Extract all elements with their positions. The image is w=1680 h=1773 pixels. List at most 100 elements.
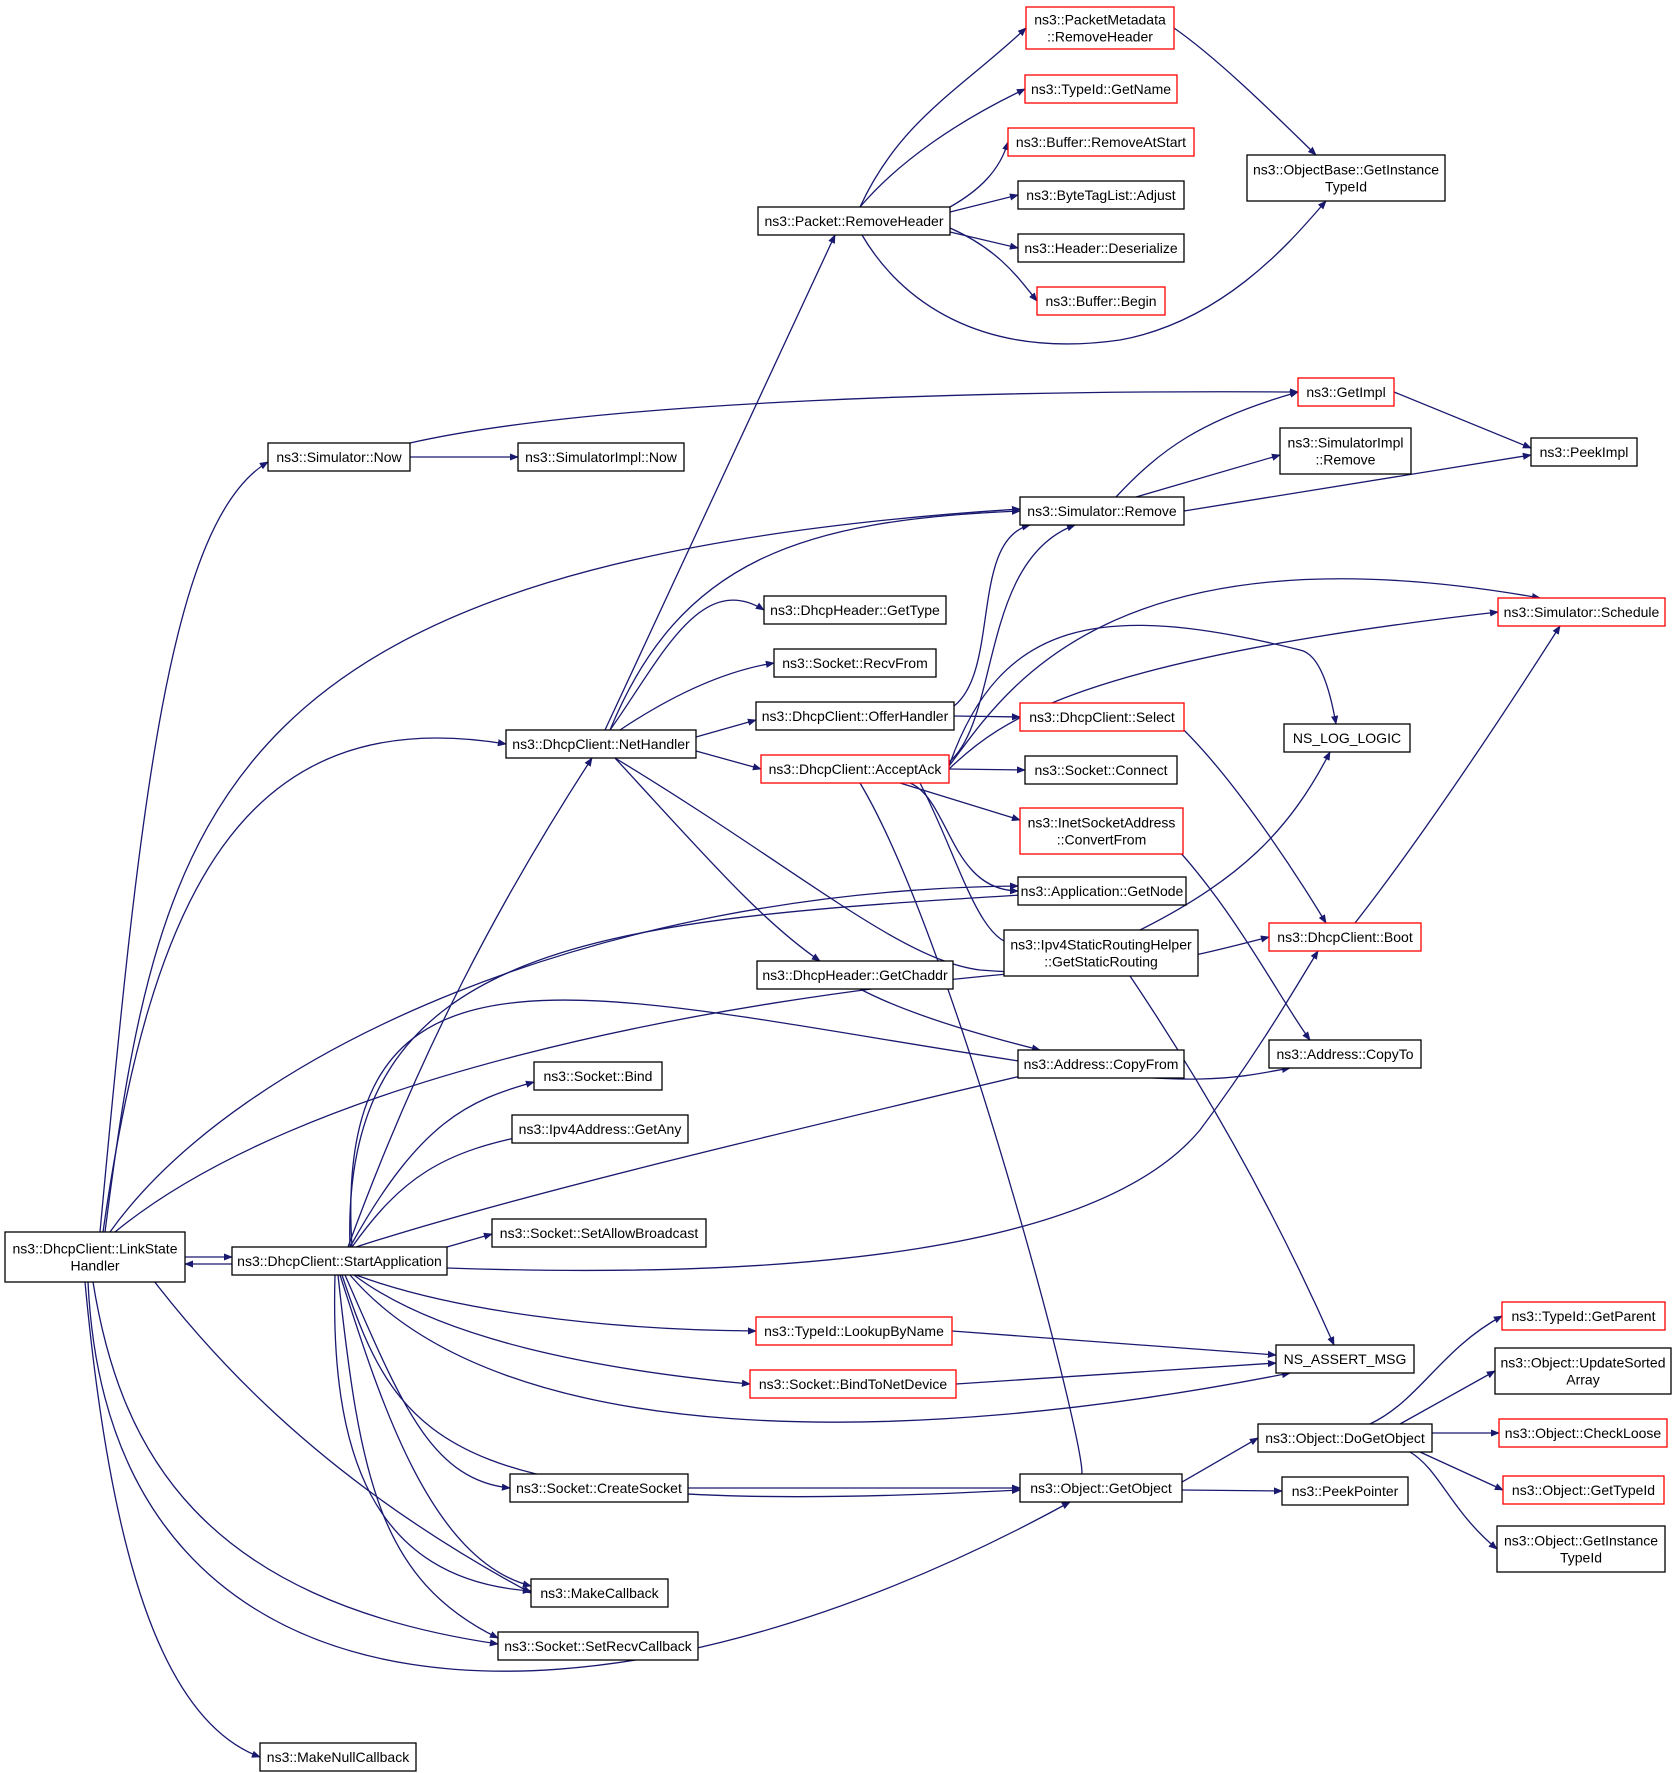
node-label: ::RemoveHeader [1047,29,1153,45]
node-sockRecvFrom[interactable]: ns3::Socket::RecvFrom [773,648,937,678]
node-simImplNow[interactable]: ns3::SimulatorImpl::Now [517,442,685,472]
node-dhcpSelect[interactable]: ns3::DhcpClient::Select [1019,702,1185,732]
node-dhcpGetType[interactable]: ns3::DhcpHeader::GetType [763,595,947,625]
node-box [511,1114,689,1144]
call-edge [948,624,1339,767]
node-startapp[interactable]: ns3::DhcpClient::StartApplication [231,1246,448,1276]
node-pktMetaRemove[interactable]: ns3::PacketMetadata::RemoveHeader [1025,6,1175,50]
node-box [1019,1473,1183,1503]
node-addrCopyTo[interactable]: ns3::Address::CopyTo [1268,1039,1422,1069]
node-simSchedule[interactable]: ns3::Simulator::Schedule [1497,597,1666,627]
node-getImpl[interactable]: ns3::GetImpl [1297,377,1395,407]
call-edge [347,757,593,1248]
node-sockBindToDev[interactable]: ns3::Socket::BindToNetDevice [749,1369,957,1399]
call-edge [909,782,1019,895]
node-label: ns3::Object::CheckLoose [1505,1425,1662,1441]
node-label: ns3::DhcpHeader::GetType [770,602,940,618]
node-label: ns3::Simulator::Now [276,449,402,465]
call-edge [955,1359,1277,1385]
call-edge [604,234,836,731]
node-sockCreate[interactable]: ns3::Socket::CreateSocket [509,1473,689,1503]
node-inetConvert[interactable]: ns3::InetSocketAddress::ConvertFrom [1019,807,1184,855]
node-box [1017,180,1185,210]
call-edge [1354,625,1561,924]
node-makeCallback[interactable]: ns3::MakeCallback [530,1578,669,1608]
node-ipv4GetAny[interactable]: ns3::Ipv4Address::GetAny [511,1114,689,1144]
call-edge [349,1274,1291,1423]
node-bufBegin[interactable]: ns3::Buffer::Begin [1036,286,1166,316]
node-byteTagAdjust[interactable]: ns3::ByteTagList::Adjust [1017,180,1185,210]
node-label: ns3::Simulator::Schedule [1504,604,1660,620]
node-simNow[interactable]: ns3::Simulator::Now [267,442,411,472]
node-box [259,1742,417,1772]
node-box [749,1369,957,1399]
node-sockSetRecvCb[interactable]: ns3::Socket::SetRecvCallback [497,1631,699,1661]
call-edge [861,200,1327,345]
call-edge [951,1330,1277,1358]
node-bufRemoveAtStart[interactable]: ns3::Buffer::RemoveAtStart [1007,127,1195,157]
node-typeIdLookup[interactable]: ns3::TypeId::LookupByName [755,1316,953,1346]
node-simRemove[interactable]: ns3::Simulator::Remove [1019,496,1185,526]
node-box [491,1218,707,1248]
node-sockAllowBcast[interactable]: ns3::Socket::SetAllowBroadcast [491,1218,707,1248]
node-headerDeser[interactable]: ns3::Header::Deserialize [1017,233,1185,263]
node-objCheckLoose[interactable]: ns3::Object::CheckLoose [1498,1418,1668,1448]
node-label: ns3::Header::Deserialize [1024,240,1178,256]
node-label: ns3::Socket::CreateSocket [516,1480,682,1496]
call-edge [948,766,1026,774]
node-objDoGetObject[interactable]: ns3::Object::DoGetObject [1257,1423,1433,1453]
node-appGetNode[interactable]: ns3::Application::GetNode [1017,876,1187,906]
call-edge [1173,27,1317,156]
node-box [1246,154,1446,202]
call-edge [353,1274,751,1387]
node-label: ns3::SimulatorImpl::Now [525,449,678,465]
call-edge [859,27,1027,208]
node-typeIdGetParent[interactable]: ns3::TypeId::GetParent [1501,1301,1666,1331]
node-label: NS_ASSERT_MSG [1284,1351,1407,1367]
node-nsLogLogic[interactable]: NS_LOG_LOGIC [1283,723,1411,753]
node-simImplRemove[interactable]: ns3::SimulatorImpl::Remove [1279,427,1412,475]
node-box [1019,702,1185,732]
call-edge [104,505,1021,1233]
node-box [1268,1039,1422,1069]
call-edge [446,1232,493,1248]
node-addrCopyFrom[interactable]: ns3::Address::CopyFrom [1017,1049,1185,1079]
node-objGetTypeId[interactable]: ns3::Object::GetTypeId [1502,1475,1665,1505]
node-dhcpGetChaddr[interactable]: ns3::DhcpHeader::GetChaddr [756,960,954,990]
node-makeNullCb[interactable]: ns3::MakeNullCallback [259,1742,417,1772]
node-netHandler[interactable]: ns3::DhcpClient::NetHandler [505,729,697,759]
node-box [1019,807,1184,855]
call-edge [341,1274,1021,1498]
node-peekPointer[interactable]: ns3::PeekPointer [1281,1476,1409,1506]
node-label: ns3::Socket::SetAllowBroadcast [500,1225,699,1241]
node-box [1257,1423,1433,1453]
node-sockConnect[interactable]: ns3::Socket::Connect [1024,755,1178,785]
node-pktRemoveHeader[interactable]: ns3::Packet::RemoveHeader [757,206,951,236]
call-edge [84,1281,261,1758]
node-sockBind[interactable]: ns3::Socket::Bind [533,1061,663,1091]
node-offerHandler[interactable]: ns3::DhcpClient::OfferHandler [755,701,955,731]
call-edge [349,1080,535,1248]
node-ipv4Static[interactable]: ns3::Ipv4StaticRoutingHelper::GetStaticR… [1003,929,1199,977]
node-typeIdGetName[interactable]: ns3::TypeId::GetName [1024,74,1178,104]
call-edge [92,1281,499,1647]
call-edge [1129,975,1335,1346]
node-dhcpBoot[interactable]: ns3::DhcpClient::Boot [1268,922,1422,952]
node-label: ns3::TypeId::GetName [1031,81,1171,97]
node-label: ns3::DhcpClient::StartApplication [237,1253,442,1269]
node-objGetObject[interactable]: ns3::Object::GetObject [1019,1473,1183,1503]
call-edge [1169,716,1327,924]
node-box [505,729,697,759]
node-label: ns3::DhcpClient::Boot [1277,929,1413,945]
call-edge [949,227,1038,302]
call-edge [409,388,1299,444]
node-label: ns3::TypeId::LookupByName [764,1323,944,1339]
node-nsAssertMsg[interactable]: NS_ASSERT_MSG [1275,1344,1415,1374]
node-label: ns3::PacketMetadata [1034,12,1166,28]
node-acceptAck[interactable]: ns3::DhcpClient::AcceptAck [760,754,950,784]
node-peekImpl[interactable]: ns3::PeekImpl [1530,437,1638,467]
